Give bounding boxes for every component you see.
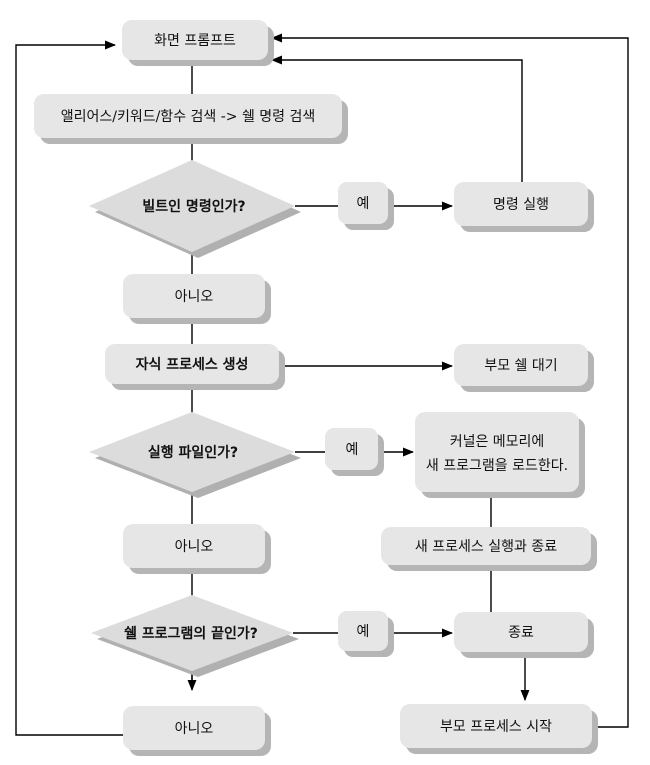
run-command-box [454,182,588,226]
no-box-1 [123,274,265,318]
new-process-label: 새 프로세스 실행과 종료 [415,539,557,555]
end-decision [91,595,293,671]
builtin-question: 빌트인 명령인가? [142,198,245,215]
run-command-label: 명령 실행 [493,197,549,213]
new-process-box [381,527,591,565]
end-question: 쉘 프로그램의 끝인가? [124,625,258,642]
search-box [34,94,342,138]
yes-box-2 [325,428,378,470]
search-label: 앨리어스/키워드/함수 검색 -> 쉘 명령 검색 [61,109,316,125]
no-label-1: 아니오 [175,289,214,305]
exec-decision [89,412,295,492]
parentstart-to-prompt-loop [270,33,629,728]
no-box-3 [123,706,265,750]
exec-question: 실행 파일인가? [148,444,238,461]
kernel-load-line1: 커널은 메모리에 [450,434,545,450]
run-to-prompt-arrow [270,55,523,182]
parent-start-label: 부모 프로세스 시작 [440,719,552,735]
yes-box-3 [338,611,388,651]
yes-label-3: 예 [357,624,370,640]
exit-label: 종료 [508,625,534,641]
no-label-2: 아니오 [175,539,214,555]
no-to-prompt-loop [15,40,123,736]
fork-label: 자식 프로세스 생성 [136,357,249,373]
builtin-decision [89,160,295,252]
prompt-box [122,20,268,60]
kernel-load-line2: 새 프로그램을 로드한다. [426,458,568,474]
kernel-load-box [415,412,579,492]
yes-label-1: 예 [357,196,370,212]
parent-wait-box [454,344,588,386]
prompt-label: 화면 프롬프트 [154,33,236,49]
yes-box-1 [338,182,388,224]
yes-label-2: 예 [346,442,359,458]
exit-box [454,612,588,652]
no-box-2 [123,524,265,568]
fork-box [105,344,279,384]
parent-start-box [400,704,592,748]
parent-wait-label: 부모 쉘 대기 [484,358,557,374]
no-label-3: 아니오 [175,721,214,737]
